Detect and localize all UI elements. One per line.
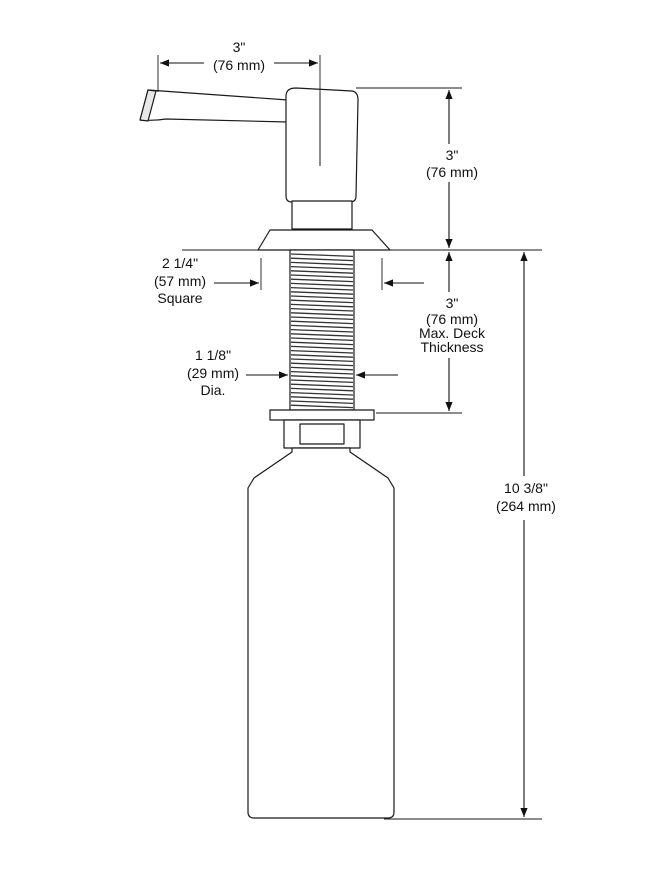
thread-line bbox=[290, 379, 354, 384]
thread-line bbox=[290, 265, 354, 270]
thread-line bbox=[290, 383, 354, 388]
thread-line bbox=[290, 253, 354, 258]
shank-note: Dia. bbox=[201, 382, 226, 398]
thread-line bbox=[290, 333, 354, 337]
thread-line bbox=[290, 303, 354, 308]
thread-line bbox=[290, 291, 354, 295]
thread-line bbox=[290, 337, 354, 342]
pump-neck bbox=[291, 200, 353, 230]
thread-line bbox=[290, 328, 354, 333]
shank-value: 1 1/8" bbox=[195, 347, 231, 363]
nut-center bbox=[299, 423, 345, 445]
thread-line bbox=[290, 274, 354, 279]
deck-value: 3" bbox=[446, 295, 459, 311]
thread-line bbox=[290, 358, 354, 363]
thread-line bbox=[290, 312, 354, 316]
deck-note-2: Thickness bbox=[420, 339, 483, 355]
thread-line bbox=[290, 286, 354, 291]
thread-line bbox=[290, 320, 354, 325]
soap-bottle bbox=[247, 447, 395, 819]
pump-height-metric: (76 mm) bbox=[426, 164, 478, 180]
deck-metric: (76 mm) bbox=[426, 311, 478, 327]
thread-line bbox=[290, 307, 354, 312]
flange-size-metric: (57 mm) bbox=[154, 273, 206, 289]
thread-line bbox=[290, 345, 354, 350]
thread-line bbox=[290, 362, 354, 367]
pump-height-value: 3" bbox=[446, 147, 459, 163]
thread-line bbox=[290, 316, 354, 321]
thread-line bbox=[290, 261, 354, 266]
shank-metric: (29 mm) bbox=[187, 365, 239, 381]
spout-tip bbox=[139, 89, 157, 122]
thread-line bbox=[290, 396, 354, 400]
thread-line bbox=[290, 270, 354, 274]
flange-size-value: 2 1/4" bbox=[162, 255, 198, 271]
deck-flange bbox=[257, 229, 391, 251]
thread-line bbox=[290, 387, 354, 392]
mounting-washer bbox=[269, 409, 375, 421]
thread-line bbox=[290, 375, 354, 379]
thread-line bbox=[290, 354, 354, 358]
thread-line bbox=[290, 341, 354, 346]
thread-line bbox=[290, 404, 354, 409]
thread-line bbox=[290, 282, 354, 287]
thread-line bbox=[290, 324, 354, 329]
spout-reach-metric: (76 mm) bbox=[213, 57, 265, 73]
shank-threads bbox=[290, 253, 354, 409]
thread-line bbox=[290, 295, 354, 300]
spout-reach-value: 3" bbox=[233, 39, 246, 55]
pump-head bbox=[285, 87, 359, 203]
thread-line bbox=[290, 257, 354, 262]
thread-line bbox=[290, 299, 354, 304]
thread-line bbox=[290, 349, 354, 354]
thread-line bbox=[290, 400, 354, 405]
deck-note-1: Max. Deck bbox=[419, 325, 486, 341]
thread-line bbox=[290, 278, 354, 283]
thread-line bbox=[290, 391, 354, 396]
spout bbox=[139, 89, 289, 123]
flange-size-note: Square bbox=[157, 290, 202, 306]
thread-line bbox=[290, 366, 354, 371]
overall-metric: (264 mm) bbox=[496, 498, 556, 514]
overall-value: 10 3/8" bbox=[504, 480, 548, 496]
thread-line bbox=[290, 370, 354, 375]
